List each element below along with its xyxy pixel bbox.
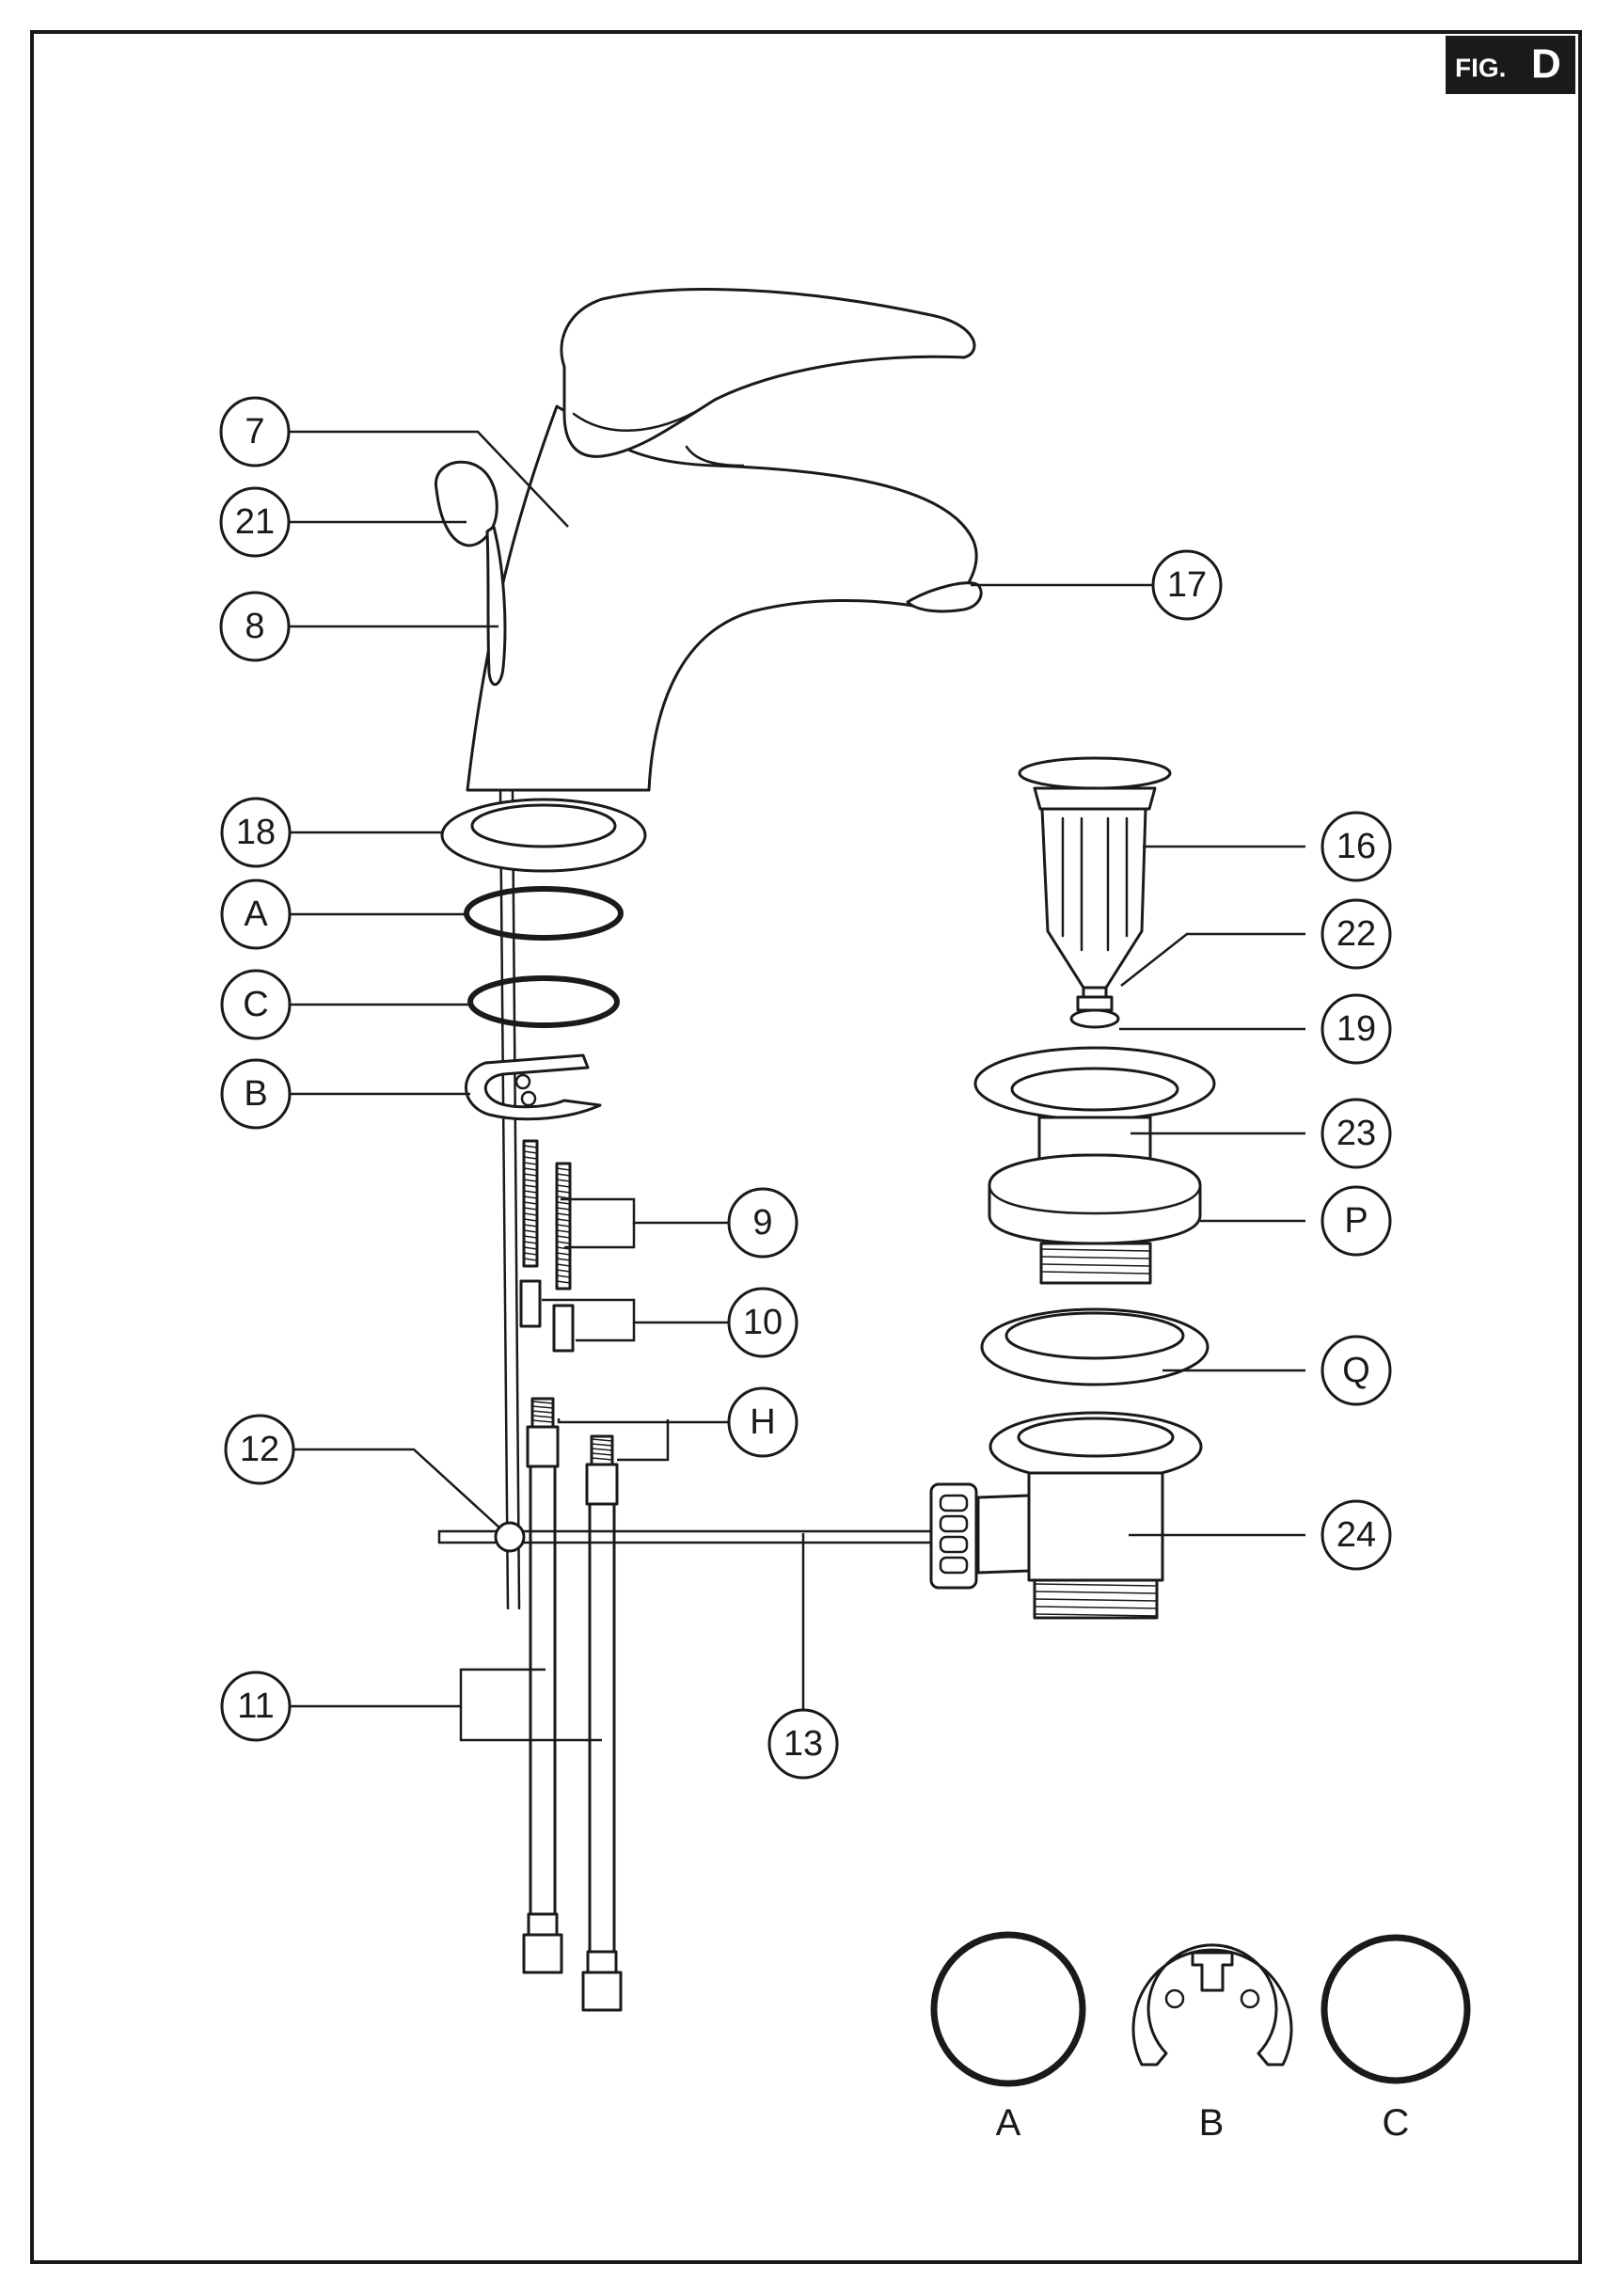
callout-q: Q [1320,1335,1392,1406]
callout-h: H [727,1386,799,1458]
drain-tailpiece [929,1411,1203,1620]
callout-7: 7 [219,396,291,467]
callout-16: 16 [1320,811,1392,882]
svg-text:10: 10 [743,1303,783,1342]
callout-21: 21 [219,486,291,558]
leader-lines [287,430,1305,1742]
callout-24: 24 [1320,1499,1392,1571]
lower-washer-q [980,1307,1210,1386]
callout-12: 12 [224,1414,295,1485]
callout-9: 9 [727,1187,799,1259]
mounting-rod [498,788,510,1610]
callout-19: 19 [1320,993,1392,1065]
svg-text:8: 8 [245,607,264,646]
callout-p: P [1320,1185,1392,1257]
figure-badge-prefix: FIG. [1455,54,1506,83]
svg-text:17: 17 [1167,565,1207,605]
callout-a: A [220,879,292,950]
stud-nuts [519,1279,575,1353]
callout-11: 11 [220,1671,292,1742]
o-ring-a [464,886,624,941]
fixing-clip-b [465,1053,602,1121]
svg-text:19: 19 [1336,1009,1376,1049]
callout-13: 13 [767,1708,839,1780]
svg-text:H: H [750,1402,775,1442]
base-flange [440,798,647,873]
detail-clip-b [1131,1943,1293,2066]
svg-text:24: 24 [1336,1515,1376,1555]
svg-text:11: 11 [237,1686,274,1726]
drain-threaded-stub [1039,1242,1152,1285]
threaded-studs [522,1139,572,1291]
lever-knob [434,460,498,547]
callout-8: 8 [219,591,291,662]
callout-22: 22 [1320,898,1392,970]
figure-badge: FIG. D [1446,36,1575,94]
svg-text:23: 23 [1336,1114,1376,1153]
svg-text:7: 7 [245,412,264,451]
faucet-body [466,288,983,792]
callout-b: B [220,1058,292,1130]
detail-label-a: A [996,2102,1021,2144]
svg-text:A: A [244,895,268,934]
svg-text:B: B [244,1074,267,1114]
detail-o-ring-c [1320,1934,1471,2084]
o-ring-c [467,975,620,1028]
callout-c: C [220,969,292,1040]
svg-text:C: C [243,985,268,1024]
pop-up-plug [1018,756,1172,990]
svg-text:Q: Q [1342,1351,1370,1390]
pop-up-rod [485,525,507,686]
detail-o-ring-a [930,1931,1086,2087]
figure-badge-letter: D [1531,41,1561,87]
gasket-p [988,1153,1202,1245]
detail-label-c: C [1383,2102,1410,2144]
svg-text:16: 16 [1336,827,1376,866]
svg-text:P: P [1344,1201,1368,1241]
detail-label-b: B [1199,2102,1225,2144]
svg-text:18: 18 [236,813,276,852]
svg-text:12: 12 [240,1430,279,1469]
page-frame [30,30,1582,2264]
callout-17: 17 [1151,549,1223,621]
svg-text:13: 13 [783,1724,823,1764]
callout-10: 10 [727,1287,799,1358]
svg-text:21: 21 [235,502,275,542]
callout-18: 18 [220,797,292,868]
callout-23: 23 [1320,1098,1392,1169]
pivot-ball [494,1521,526,1553]
flexible-hoses [522,1397,623,2012]
plug-screw [1076,986,1114,1012]
svg-text:9: 9 [752,1203,772,1243]
svg-text:22: 22 [1336,914,1376,954]
plug-washer [1069,1008,1120,1029]
